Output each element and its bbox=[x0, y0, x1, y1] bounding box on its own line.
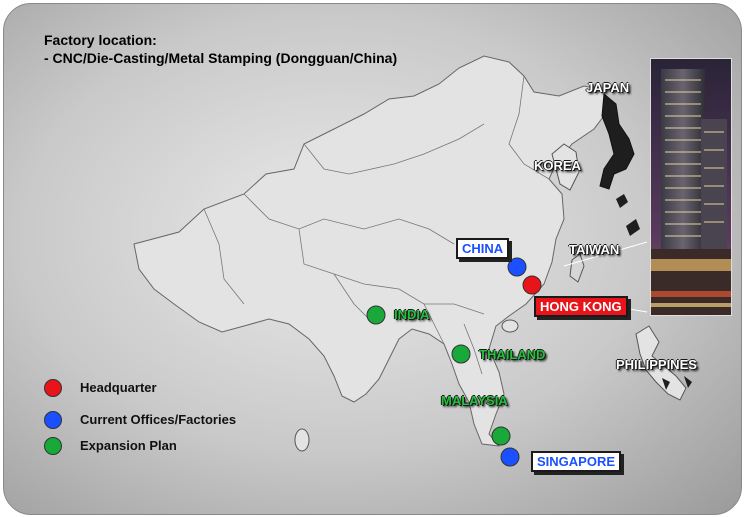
dot-thailand bbox=[451, 344, 471, 364]
map-panel: Factory location: - CNC/Die-Casting/Meta… bbox=[3, 3, 742, 515]
label-philippines: PHILIPPINES bbox=[616, 357, 697, 372]
label-china: CHINA bbox=[456, 238, 510, 259]
label-taiwan: TAIWAN bbox=[569, 242, 620, 257]
label-malaysia: MALAYSIA bbox=[441, 393, 508, 408]
legend-text-offices: Current Offices/Factories bbox=[80, 412, 237, 427]
sri-lanka-shape bbox=[294, 428, 310, 452]
label-korea: KOREA bbox=[534, 158, 581, 173]
taiwan-shape bbox=[569, 253, 585, 283]
dot-singapore bbox=[500, 447, 520, 467]
legend-dot-offices bbox=[44, 411, 62, 429]
callout-line-top bbox=[563, 241, 648, 267]
asia-map bbox=[133, 55, 692, 467]
legend-text-expansion: Expansion Plan bbox=[80, 438, 177, 453]
country-borders bbox=[203, 75, 550, 375]
title-line-2: - CNC/Die-Casting/Metal Stamping (Donggu… bbox=[44, 50, 398, 66]
label-hong-kong: HONG KONG bbox=[534, 296, 628, 317]
hainan-shape bbox=[501, 319, 519, 333]
mainland-asia bbox=[133, 55, 610, 447]
japan-shape bbox=[599, 93, 635, 190]
label-japan: JAPAN bbox=[586, 80, 630, 95]
legend-dot-headquarter bbox=[44, 379, 62, 397]
label-singapore: SINGAPORE bbox=[531, 451, 622, 472]
philippines-dark-islands bbox=[662, 376, 692, 390]
dot-india bbox=[366, 305, 386, 325]
title-line-1: Factory location: bbox=[44, 32, 157, 48]
legend-dot-expansion bbox=[44, 437, 62, 455]
building-illustration bbox=[651, 59, 731, 315]
philippines-shape bbox=[635, 325, 687, 401]
legend-text-headquarter: Headquarter bbox=[80, 380, 157, 395]
dot-china bbox=[507, 257, 527, 277]
label-india: INDIA bbox=[394, 307, 430, 322]
dot-malaysia bbox=[491, 426, 511, 446]
dot-hong-kong bbox=[522, 275, 542, 295]
japan-south-islands bbox=[616, 194, 640, 236]
headquarters-building-photo bbox=[650, 58, 732, 316]
label-thailand: THAILAND bbox=[479, 347, 546, 362]
korea-shape bbox=[551, 143, 580, 191]
